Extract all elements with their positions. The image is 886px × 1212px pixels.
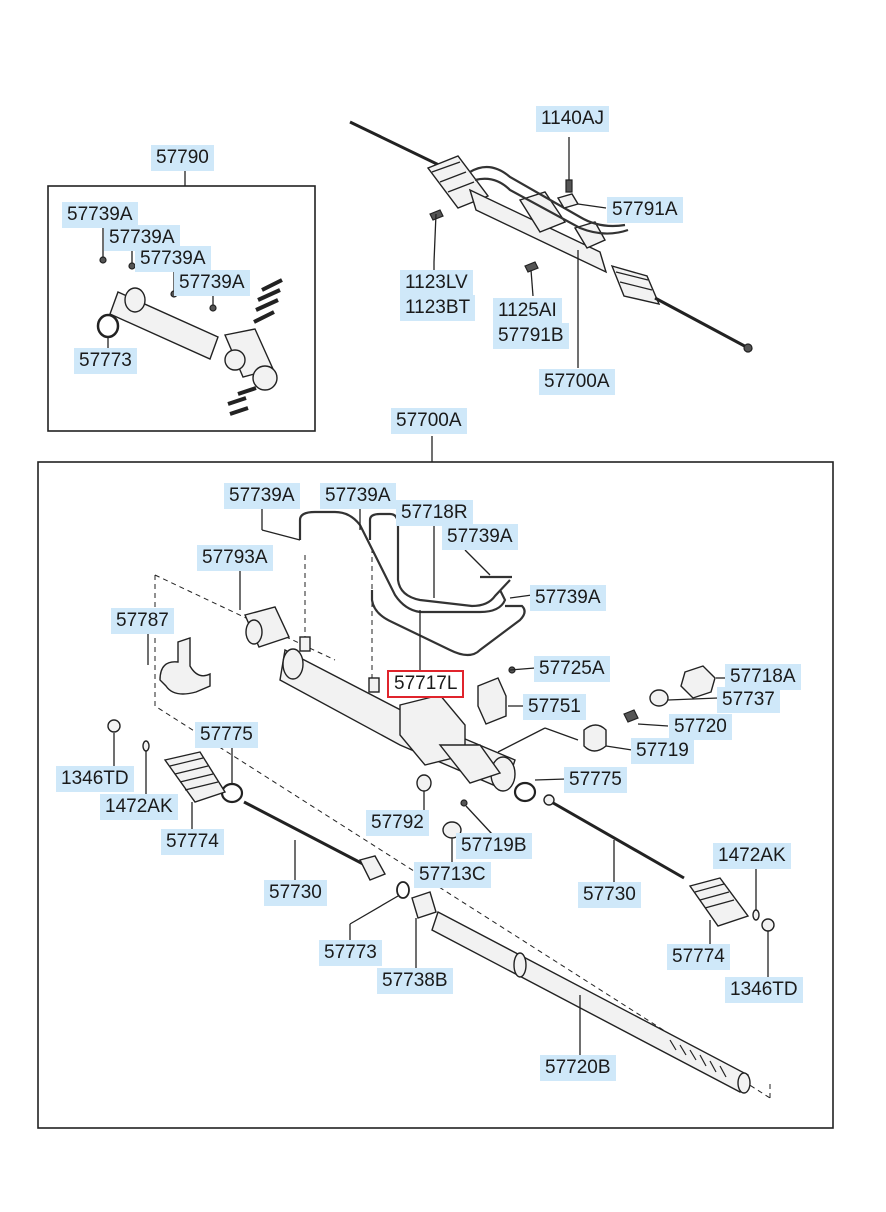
label-1140AJ[interactable]: 1140AJ [536, 106, 610, 132]
label-57790[interactable]: 57790 [151, 145, 214, 171]
label-57793A[interactable]: 57793A [197, 545, 273, 571]
label-57719B[interactable]: 57719B [456, 833, 532, 859]
label-1472AK-right[interactable]: 1472AK [713, 843, 791, 869]
label-57775-right[interactable]: 57775 [564, 767, 627, 793]
label-57774-right[interactable]: 57774 [667, 944, 730, 970]
exploded-parts [107, 510, 775, 1099]
label-1123BT[interactable]: 1123BT [400, 295, 476, 321]
label-57700A-top[interactable]: 57700A [539, 369, 615, 395]
assembled-rack [349, 120, 753, 353]
label-57730-right[interactable]: 57730 [578, 882, 641, 908]
label-57720B[interactable]: 57720B [540, 1055, 616, 1081]
label-57773-inset[interactable]: 57773 [74, 348, 137, 374]
label-1346TD-right[interactable]: 1346TD [725, 977, 803, 1003]
label-57718R[interactable]: 57718R [396, 500, 473, 526]
label-57791A[interactable]: 57791A [607, 197, 683, 223]
label-57739A-4[interactable]: 57739A [530, 585, 606, 611]
label-57787[interactable]: 57787 [111, 608, 174, 634]
label-1346TD-left[interactable]: 1346TD [56, 766, 134, 792]
label-1123LV[interactable]: 1123LV [400, 270, 473, 296]
label-57791B[interactable]: 57791B [493, 323, 569, 349]
label-57739A-inset-1[interactable]: 57739A [62, 202, 138, 228]
label-57737[interactable]: 57737 [717, 687, 780, 713]
label-57792[interactable]: 57792 [366, 810, 429, 836]
inset-valve-housing [96, 226, 283, 416]
label-57739A-inset-3[interactable]: 57739A [135, 246, 211, 272]
exploded-box-57700A [37, 461, 834, 1129]
label-57738B[interactable]: 57738B [377, 968, 453, 994]
label-57725A[interactable]: 57725A [534, 656, 610, 682]
label-57774-left[interactable]: 57774 [161, 829, 224, 855]
inset-box-57790 [47, 185, 316, 432]
label-57773[interactable]: 57773 [319, 940, 382, 966]
label-57751[interactable]: 57751 [523, 694, 586, 720]
label-57739A-2[interactable]: 57739A [320, 483, 396, 509]
label-57739A-3[interactable]: 57739A [442, 524, 518, 550]
label-57717L-highlighted[interactable]: 57717L [387, 670, 465, 698]
label-1125AI[interactable]: 1125AI [493, 298, 562, 324]
label-57719[interactable]: 57719 [631, 738, 694, 764]
label-57730-left[interactable]: 57730 [264, 880, 327, 906]
label-57718A[interactable]: 57718A [725, 664, 801, 690]
label-57713C[interactable]: 57713C [414, 862, 491, 888]
label-57720[interactable]: 57720 [669, 714, 732, 740]
label-1472AK-left[interactable]: 1472AK [100, 794, 178, 820]
label-57775-left[interactable]: 57775 [195, 722, 258, 748]
label-57739A-inset-4[interactable]: 57739A [174, 270, 250, 296]
label-57739A-1[interactable]: 57739A [224, 483, 300, 509]
label-57700A-box[interactable]: 57700A [391, 408, 467, 434]
